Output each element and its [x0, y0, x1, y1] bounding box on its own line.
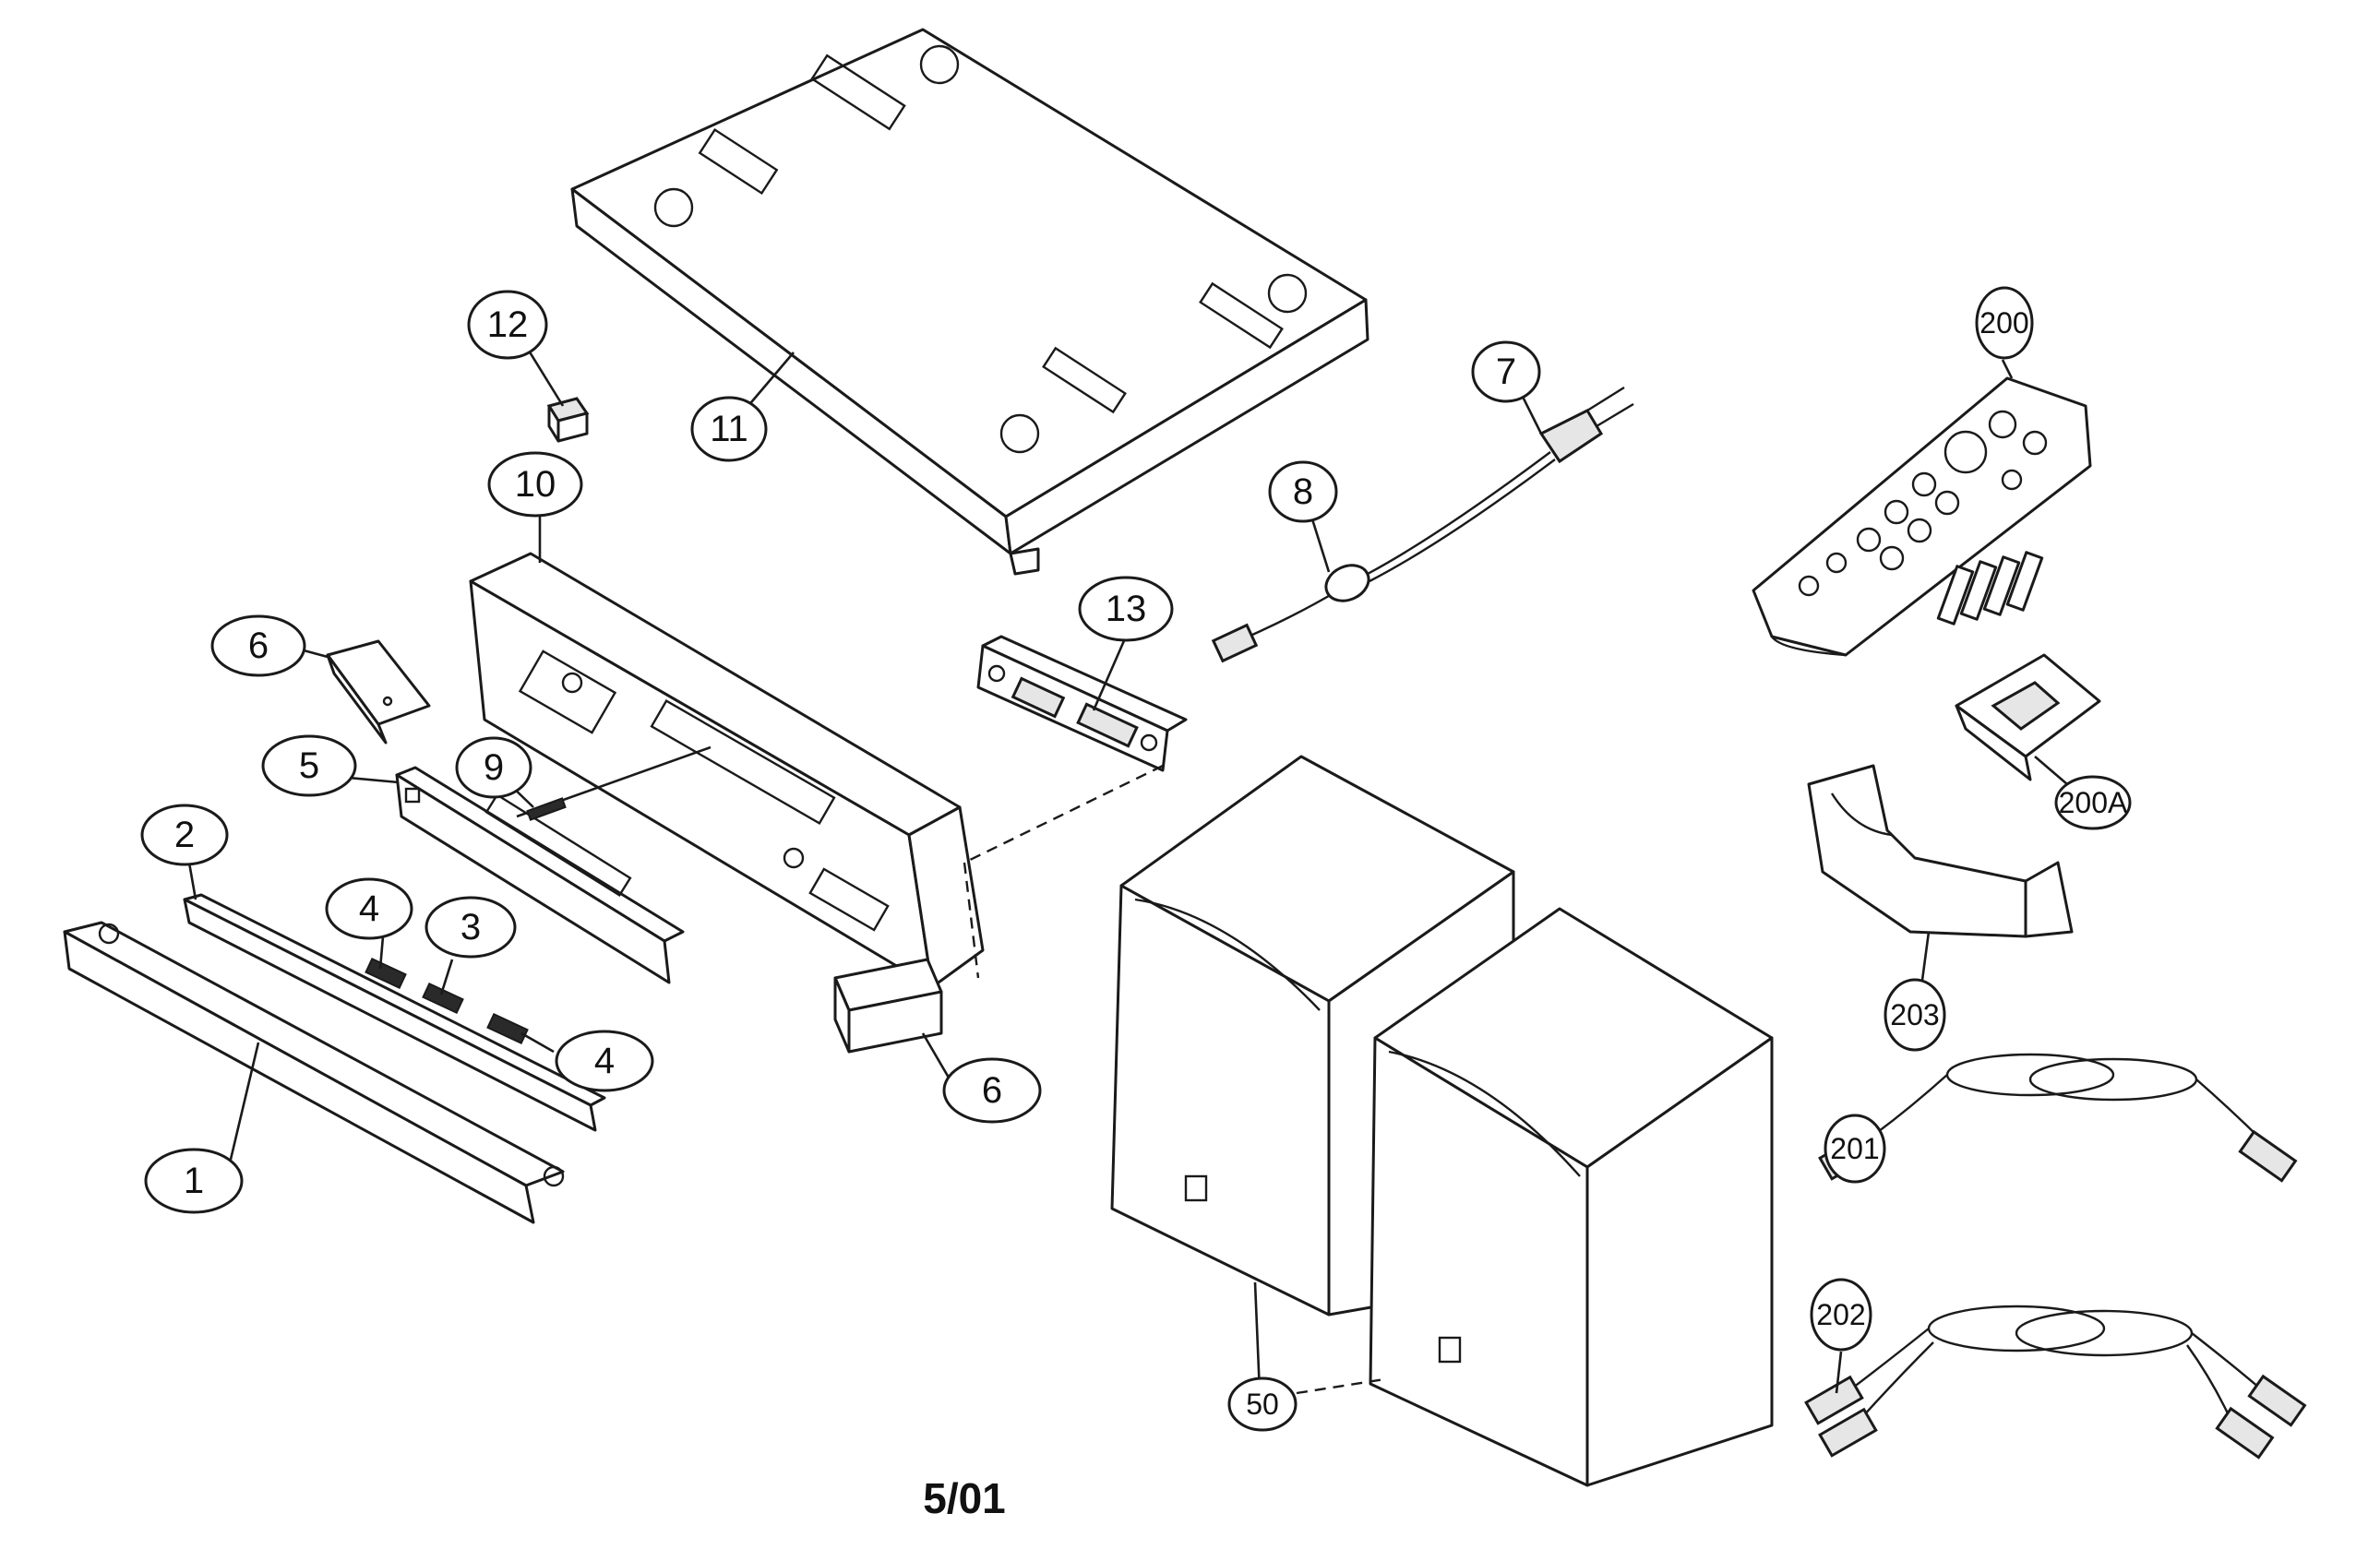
callout-4-right: 4 — [555, 1030, 654, 1092]
callout-6-lower-label: 6 — [982, 1070, 1002, 1111]
shaft-part-9 — [516, 745, 712, 821]
callout-5-label: 5 — [299, 745, 319, 786]
rca-cable-part-202 — [1804, 1305, 2307, 1460]
button-part-4-left — [365, 957, 407, 990]
callout-201-label: 201 — [1830, 1132, 1879, 1165]
callout-200A: 200A — [2054, 775, 2132, 830]
callout-200: 200 — [1975, 286, 2034, 360]
side-cap-part-6-lower — [833, 958, 943, 1054]
callout-202: 202 — [1810, 1278, 1872, 1352]
callout-3-label: 3 — [460, 907, 481, 947]
callout-203-label: 203 — [1890, 998, 1939, 1031]
jack-panel-part-13 — [976, 635, 1188, 772]
callout-10: 10 — [487, 451, 583, 518]
main-chassis-part-10 — [469, 552, 985, 989]
callout-7-label: 7 — [1496, 352, 1516, 392]
callout-9-label: 9 — [484, 747, 504, 788]
remote-control-part-200 — [1752, 376, 2092, 657]
remote-holder-part-203 — [1807, 764, 2074, 938]
button-part-4-right — [486, 1012, 529, 1045]
callout-12-label: 12 — [487, 304, 529, 345]
callout-3: 3 — [425, 896, 517, 959]
callout-11: 11 — [690, 396, 768, 462]
callout-13: 13 — [1078, 576, 1174, 642]
callout-11-label: 11 — [710, 409, 748, 449]
callout-6-lower: 6 — [942, 1057, 1042, 1124]
callout-8-label: 8 — [1293, 471, 1313, 512]
callout-6-upper: 6 — [210, 614, 306, 677]
rca-cable-part-201 — [1818, 1053, 2298, 1183]
battery-cover-part-200A — [1955, 653, 2101, 781]
speaker-right-part-50 — [1369, 907, 1774, 1487]
callout-202-label: 202 — [1816, 1298, 1865, 1331]
callout-200A-label: 200A — [2059, 786, 2128, 819]
power-cord-part-7 — [1367, 386, 1634, 583]
cable-part-8 — [1211, 564, 1370, 663]
callout-50-label: 50 — [1246, 1388, 1279, 1421]
clip-part-12 — [546, 397, 590, 443]
callout-1-label: 1 — [184, 1161, 204, 1201]
callout-7: 7 — [1471, 340, 1541, 403]
front-panel-part-5 — [395, 766, 685, 984]
top-cover-part-11 — [570, 28, 1369, 576]
batteries — [1936, 551, 2044, 626]
callout-1: 1 — [144, 1148, 244, 1214]
callout-12: 12 — [467, 290, 548, 360]
button-holder-part-2 — [183, 893, 606, 1132]
callout-201: 201 — [1824, 1114, 1886, 1184]
callout-5: 5 — [261, 734, 357, 797]
side-cap-part-6-upper — [326, 639, 431, 745]
callout-203: 203 — [1884, 978, 1946, 1052]
callout-2: 2 — [140, 804, 229, 866]
footer-date: 5/01 — [923, 1474, 1006, 1522]
leader-lines — [187, 350, 2068, 1395]
callout-8: 8 — [1268, 460, 1338, 523]
callout-6-upper-label: 6 — [248, 626, 269, 666]
callout-50: 50 — [1227, 1376, 1298, 1432]
callout-2-label: 2 — [174, 815, 195, 855]
callout-9: 9 — [455, 736, 532, 799]
callout-4-right-label: 4 — [594, 1041, 615, 1081]
front-bar-part-1 — [63, 921, 565, 1224]
callout-200-label: 200 — [1979, 306, 2028, 340]
callout-10-label: 10 — [515, 464, 556, 505]
callout-4-left: 4 — [325, 877, 413, 940]
callout-13-label: 13 — [1106, 589, 1147, 629]
callout-4-left-label: 4 — [359, 888, 379, 929]
button-part-3 — [422, 982, 464, 1015]
